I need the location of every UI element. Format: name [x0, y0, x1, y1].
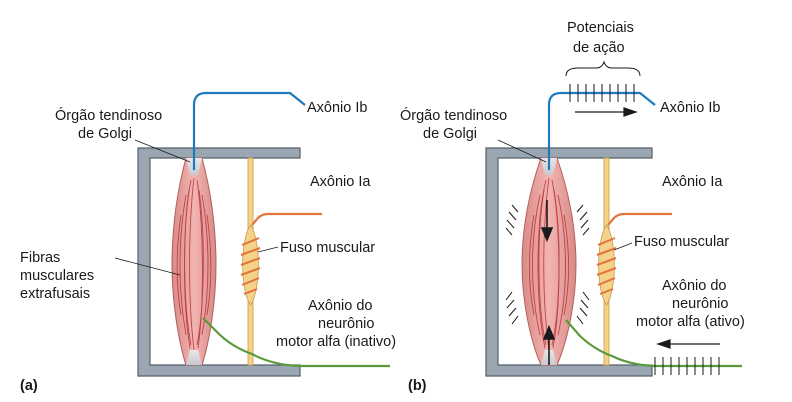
extrafusal-muscle	[171, 157, 217, 366]
label-golgi-b-1: Órgão tendinoso	[400, 107, 507, 124]
axon-alpha	[565, 319, 742, 368]
arrow-alpha-direction	[656, 339, 720, 349]
label-alpha-b-1: Axônio do	[662, 278, 727, 294]
label-fibers-2: musculares	[20, 268, 94, 284]
brace-action-potentials	[565, 60, 641, 77]
muscle-spindle	[240, 157, 261, 366]
muscle-spindle	[596, 157, 617, 366]
panel-tag-a: (a)	[20, 378, 38, 394]
label-alpha-a-1: Axônio do	[308, 298, 373, 314]
label-spindle-b: Fuso muscular	[634, 234, 729, 250]
label-alpha-a-2: neurônio	[318, 316, 374, 332]
label-alpha-b-3: motor alfa (ativo)	[636, 314, 745, 330]
panel-tag-b: (b)	[408, 378, 427, 394]
bone-frame	[485, 147, 653, 377]
panel-a: Órgão tendinoso de Golgi Axônio Ib Axôni…	[20, 91, 396, 394]
label-action-potentials-2: de ação	[573, 40, 625, 56]
label-axon-ia-b: Axônio Ia	[662, 174, 723, 190]
axon-alpha	[202, 317, 390, 368]
label-alpha-a-3: motor alfa (inativo)	[276, 334, 396, 350]
action-potential-ticks-alpha	[654, 357, 720, 375]
extrafusal-muscle-contracting	[505, 157, 590, 366]
axon-ib	[547, 91, 656, 170]
action-potential-ticks-ib	[569, 84, 635, 102]
axon-ib	[192, 91, 306, 170]
label-action-potentials-1: Potenciais	[567, 20, 634, 36]
label-alpha-b-2: neurônio	[672, 296, 728, 312]
axon-ia	[607, 212, 672, 226]
label-axon-ib-b: Axônio Ib	[660, 100, 720, 116]
label-axon-ib-a: Axônio Ib	[307, 100, 367, 116]
axon-ia	[251, 212, 322, 226]
label-spindle-a: Fuso muscular	[280, 240, 375, 256]
label-golgi-a-1: Órgão tendinoso	[55, 107, 162, 124]
label-fibers-1: Fibras	[20, 250, 60, 266]
bone-frame	[137, 147, 301, 377]
label-fibers-3: extrafusais	[20, 286, 90, 302]
label-axon-ia-a: Axônio Ia	[310, 174, 371, 190]
label-golgi-a-2: de Golgi	[78, 126, 132, 142]
panel-b: Potenciais de ação Órgão tendinoso de Go…	[400, 20, 745, 394]
arrow-ib-direction	[575, 107, 638, 117]
label-golgi-b-2: de Golgi	[423, 126, 477, 142]
